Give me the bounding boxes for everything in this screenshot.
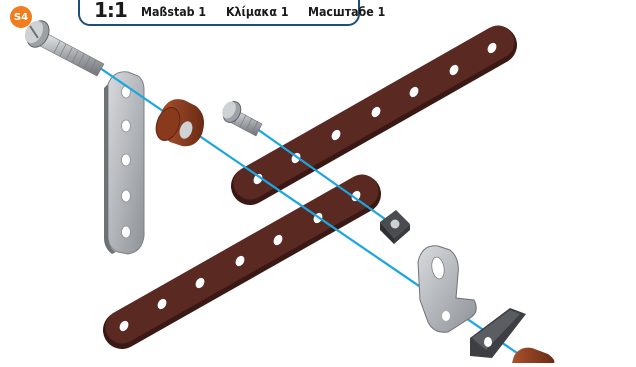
upper-long-strip <box>231 25 517 205</box>
strip-hole <box>195 277 205 289</box>
lower-long-strip <box>103 174 381 349</box>
strip-hole <box>409 86 419 98</box>
square-nut <box>380 210 410 244</box>
scale-label-ru: Масштабе 1 <box>307 5 385 19</box>
strip-hole <box>331 129 341 141</box>
small-plate <box>470 308 526 358</box>
strip-hole <box>121 225 131 239</box>
strip-hole <box>121 153 131 167</box>
strip-hole <box>235 255 245 267</box>
strip-hole <box>119 320 129 332</box>
strip-hole <box>157 298 167 310</box>
scale-ratio: 1:1 <box>94 0 128 22</box>
strip-hole <box>121 119 131 133</box>
short-bolt <box>222 101 263 137</box>
strip-hole <box>487 42 497 54</box>
scale-label-el: Κλίμακα 1 <box>225 5 289 19</box>
angle-bracket <box>417 245 477 333</box>
scale-label-de: Maßstab 1 <box>140 5 206 19</box>
bottom-spacer <box>512 347 555 363</box>
short-assembly-line <box>249 123 393 225</box>
short-flat-strip <box>104 71 145 255</box>
brown-spacer <box>155 99 204 147</box>
strip-hole <box>351 190 361 202</box>
long-bolt <box>24 20 105 77</box>
strip-hole <box>371 106 381 118</box>
strip-hole <box>121 189 131 203</box>
scale-legend: 1:1 Maßstab 1 Κλίμακα 1 Масштабе 1 <box>78 0 385 26</box>
strip-hole <box>273 234 283 246</box>
strip-hole <box>449 64 459 76</box>
step-badge: S4 <box>10 6 32 28</box>
